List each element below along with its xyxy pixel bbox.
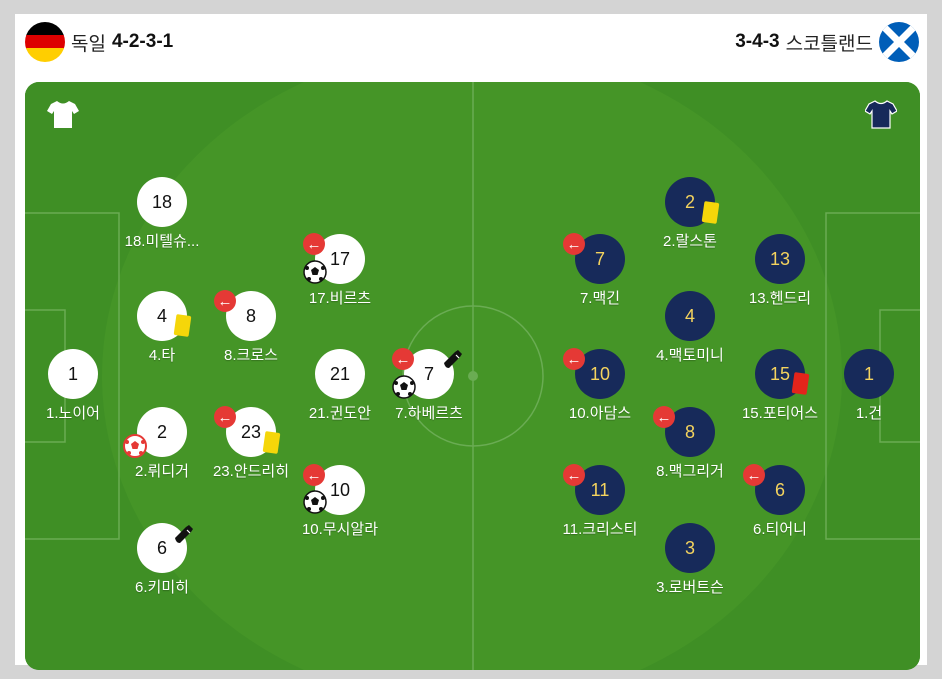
substitution-arrow-icon: ←: [743, 464, 765, 486]
player-number: 1: [844, 349, 894, 399]
player-name: 13.헨드리: [748, 290, 812, 307]
home-player[interactable]: 21 21.귄도안: [280, 349, 400, 422]
away-player[interactable]: 3 3.로버트슨: [630, 523, 750, 596]
player-name: 10.아담스: [568, 405, 632, 422]
player-name: 2.랄스톤: [663, 233, 717, 250]
home-team-header[interactable]: 독일 4-2-3-1: [25, 20, 173, 64]
away-player[interactable]: 8 ← 8.맥그리거: [630, 406, 750, 480]
player-name: 23.안드리히: [212, 463, 290, 480]
lineup-header: 독일 4-2-3-1 3-4-3 스코틀랜드: [15, 14, 927, 74]
home-player[interactable]: 6 6.키미히: [102, 521, 222, 596]
red-card-icon: [791, 372, 810, 395]
yellow-card-icon: [262, 431, 281, 454]
player-number: 6: [137, 523, 187, 573]
home-player[interactable]: 1 1.노이어: [25, 349, 133, 422]
away-player[interactable]: 10 ← 10.아담스: [540, 348, 660, 422]
home-player[interactable]: 7 ← 7.하베르츠: [369, 346, 489, 422]
player-name: 1.건: [855, 405, 883, 422]
substitution-arrow-icon: ←: [303, 464, 325, 486]
white-shirt-icon: [47, 99, 79, 129]
player-name: 18.미텔슈...: [124, 233, 200, 250]
player-number: 18: [137, 177, 187, 227]
home-player[interactable]: 17 ← 17.비르츠: [280, 233, 400, 307]
home-team-name: 독일: [71, 33, 106, 55]
away-player[interactable]: 15 15.포티어스: [720, 349, 840, 422]
away-player[interactable]: 11 ← 11.크리스티: [540, 464, 660, 538]
navy-shirt-icon: [864, 99, 898, 129]
boot-icon: [441, 346, 465, 370]
away-formation: 3-4-3: [735, 31, 780, 52]
player-name: 7.맥긴: [579, 290, 621, 307]
boot-icon: [172, 521, 196, 545]
away-player[interactable]: 13 13.헨드리: [720, 234, 840, 307]
soccer-ball-icon: [303, 490, 327, 514]
player-name: 4.맥토미니: [656, 347, 724, 364]
substitution-arrow-icon: ←: [392, 348, 414, 370]
substitution-arrow-icon: ←: [563, 348, 585, 370]
germany-flag-icon: [25, 22, 65, 62]
soccer-ball-icon: [303, 260, 327, 284]
substitution-arrow-icon: ←: [653, 406, 675, 428]
substitution-arrow-icon: ←: [214, 290, 236, 312]
soccer-ball-icon: [392, 375, 416, 399]
player-number: 3: [665, 523, 715, 573]
player-number: 21: [315, 349, 365, 399]
player-name: 6.키미히: [135, 579, 189, 596]
player-name: 11.크리스티: [562, 521, 638, 538]
away-player[interactable]: 2 2.랄스톤: [630, 177, 750, 250]
player-number: 4: [665, 291, 715, 341]
home-player[interactable]: 8 ← 8.크로스: [191, 290, 311, 364]
away-player[interactable]: 4 4.맥토미니: [630, 291, 750, 364]
player-name: 7.하베르츠: [395, 405, 463, 422]
player-number: 11: [575, 465, 625, 515]
player-name: 6.티어니: [753, 521, 807, 538]
player-name: 15.포티어스: [741, 405, 819, 422]
own-goal-ball-icon: [123, 434, 147, 458]
away-player[interactable]: 7 ← 7.맥긴: [540, 233, 660, 307]
scotland-flag-icon: [879, 22, 919, 62]
player-number: 13: [755, 234, 805, 284]
substitution-arrow-icon: ←: [563, 464, 585, 486]
home-player[interactable]: 23 ← 23.안드리히: [191, 406, 311, 480]
substitution-arrow-icon: ←: [563, 233, 585, 255]
substitution-arrow-icon: ←: [214, 406, 236, 428]
lineup-card: 독일 4-2-3-1 3-4-3 스코틀랜드: [15, 14, 927, 670]
player-name: 10.무시알라: [301, 521, 379, 538]
football-pitch: 1 1.노이어 18 18.미텔슈... 4 4.타 2 2.뤼디거 6 6.키…: [25, 82, 920, 670]
home-player[interactable]: 2 2.뤼디거: [102, 407, 222, 480]
player-name: 3.로버트슨: [656, 579, 724, 596]
player-name: 17.비르츠: [308, 290, 372, 307]
away-player[interactable]: 1 1.건: [809, 349, 920, 422]
away-team-header[interactable]: 3-4-3 스코틀랜드: [735, 20, 919, 64]
player-name: 8.크로스: [224, 347, 278, 364]
home-player[interactable]: 4 4.타: [102, 291, 222, 364]
player-name: 21.귄도안: [308, 405, 372, 422]
yellow-card-icon: [173, 314, 192, 337]
player-name: 1.노이어: [46, 405, 100, 422]
player-name: 4.타: [148, 347, 176, 364]
yellow-card-icon: [701, 201, 720, 224]
player-name: 8.맥그리거: [656, 463, 724, 480]
substitution-arrow-icon: ←: [303, 233, 325, 255]
player-name: 2.뤼디거: [135, 463, 189, 480]
home-player[interactable]: 18 18.미텔슈...: [102, 177, 222, 250]
player-number: 1: [48, 349, 98, 399]
away-team-name: 스코틀랜드: [785, 33, 873, 55]
home-player[interactable]: 10 ← 10.무시알라: [280, 464, 400, 538]
home-formation: 4-2-3-1: [111, 31, 174, 52]
away-player[interactable]: 6 ← 6.티어니: [720, 464, 840, 538]
